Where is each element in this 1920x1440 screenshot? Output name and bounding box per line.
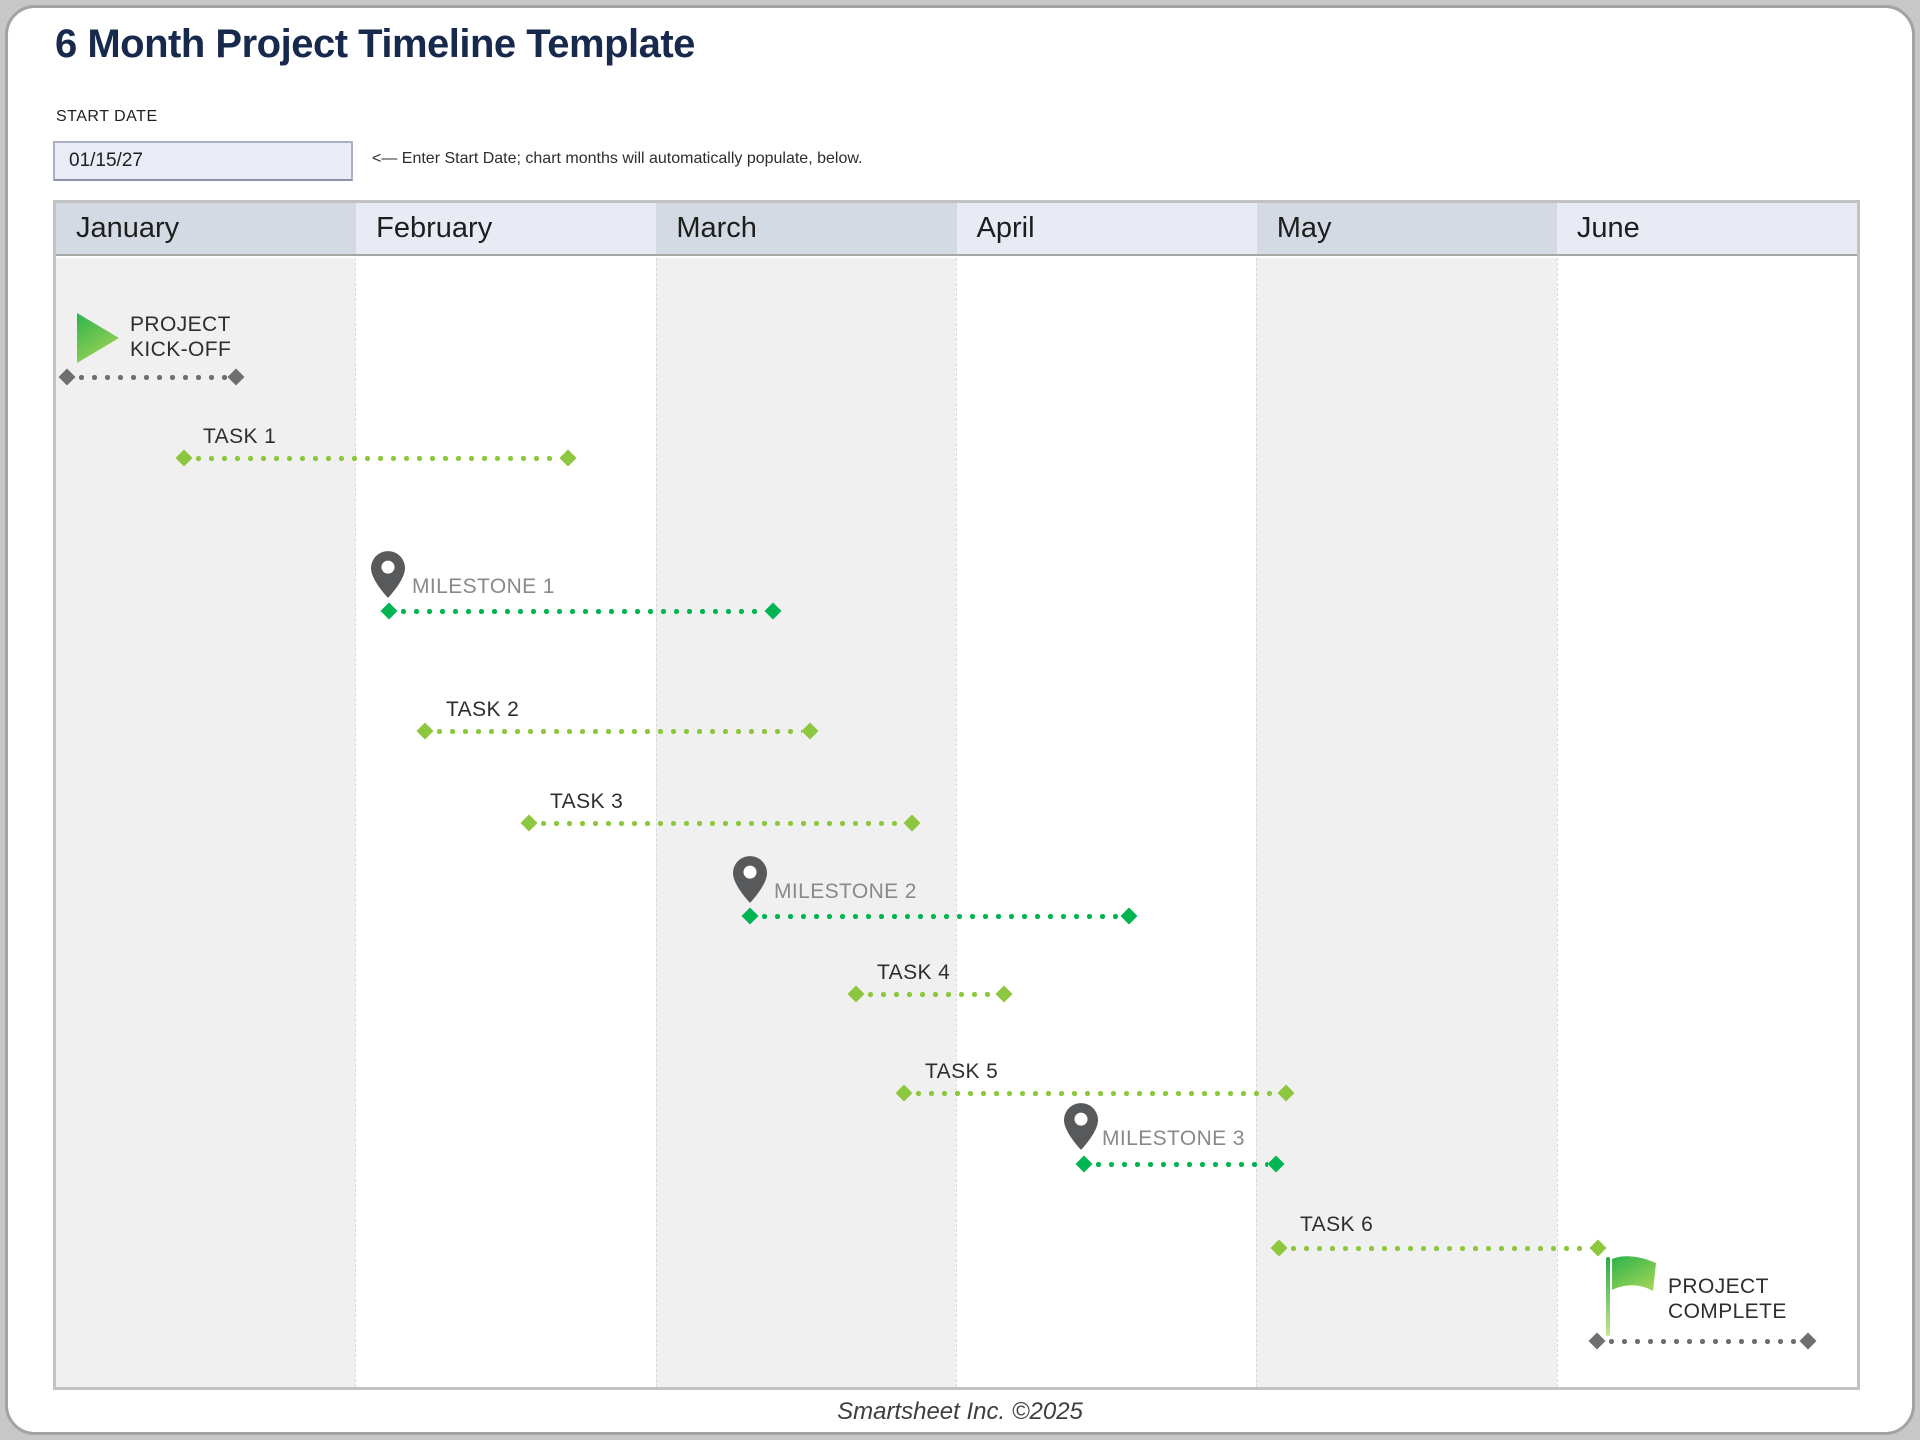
start-date-label: START DATE [56, 108, 158, 125]
start-date-input[interactable] [53, 141, 353, 181]
flag-icon [1606, 1256, 1656, 1336]
month-header-march: March [656, 203, 957, 254]
month-column-january [56, 258, 356, 1387]
map-pin-icon [371, 551, 405, 598]
task-3-line [520, 814, 921, 832]
start-date-instruction: <— Enter Start Date; chart months will a… [372, 150, 863, 167]
footer-credit: Smartsheet Inc. ©2025 [837, 1398, 1083, 1425]
month-header-row: January February March April May June [56, 203, 1858, 256]
task-3-label: TASK 3 [550, 790, 624, 813]
kickoff-label: PROJECT KICK-OFF [130, 313, 232, 361]
map-pin-icon [733, 856, 767, 903]
milestone-3-label: MILESTONE 3 [1102, 1127, 1245, 1150]
month-header-may: May [1256, 203, 1557, 254]
month-column-april [955, 258, 1256, 1387]
task-1-line [175, 449, 577, 467]
task-5-line [895, 1084, 1295, 1102]
month-header-february: February [356, 203, 657, 254]
complete-line [1588, 1332, 1817, 1350]
milestone-2-label: MILESTONE 2 [774, 880, 917, 903]
chart-body [56, 258, 1857, 1387]
month-header-january: January [56, 203, 357, 254]
kickoff-line [58, 368, 245, 386]
timeline-chart: January February March April May June [53, 200, 1860, 1390]
month-header-april: April [956, 203, 1257, 254]
task-6-label: TASK 6 [1300, 1213, 1374, 1236]
task-4-line [847, 985, 1013, 1003]
task-2-label: TASK 2 [446, 698, 520, 721]
month-column-may [1256, 258, 1557, 1387]
task-6-line [1270, 1239, 1607, 1257]
task-5-label: TASK 5 [925, 1060, 999, 1083]
task-2-line [416, 722, 819, 740]
map-pin-icon [1064, 1103, 1098, 1150]
month-column-february [355, 258, 655, 1387]
task-1-label: TASK 1 [203, 425, 277, 448]
play-icon [77, 313, 119, 363]
complete-label: PROJECT COMPLETE [1668, 1275, 1787, 1323]
page-title: 6 Month Project Timeline Template [55, 22, 695, 66]
milestone-3-line [1075, 1155, 1285, 1173]
month-header-june: June [1556, 203, 1858, 254]
month-column-june [1556, 258, 1857, 1387]
milestone-1-label: MILESTONE 1 [412, 575, 555, 598]
task-4-label: TASK 4 [877, 961, 951, 984]
milestone-2-line [741, 907, 1138, 925]
milestone-1-line [380, 602, 782, 620]
